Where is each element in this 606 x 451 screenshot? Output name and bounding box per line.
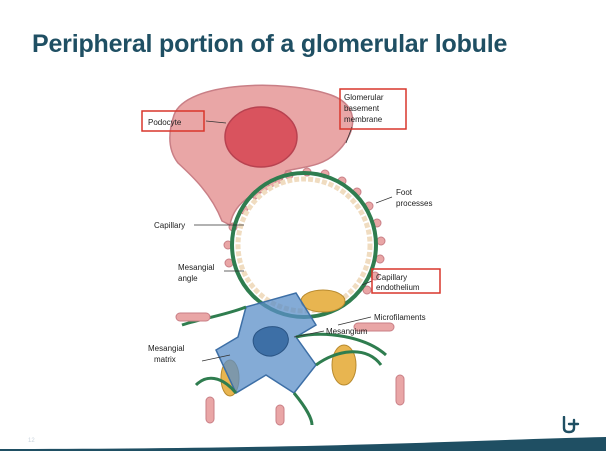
label-gbm-line1: Glomerular	[344, 93, 384, 102]
label-mes-angle-line1: Mesangial	[178, 263, 215, 272]
university-logo-icon	[560, 416, 580, 434]
label-foot-line2: processes	[396, 199, 432, 208]
label-foot-line1: Foot	[396, 188, 413, 197]
label-mes-angle-line2: angle	[178, 274, 198, 283]
label-gbm-line2: basement	[344, 104, 380, 113]
label-cap-endo-line1: Capillary	[376, 273, 407, 282]
label-mes-matrix-line2: matrix	[154, 355, 176, 364]
label-cap-endo-line2: endothelium	[376, 283, 420, 292]
label-mesangium: Mesangium	[326, 327, 368, 336]
label-microfilaments: Microfilaments	[374, 313, 426, 322]
diagram-svg: Podocyte Glomerular basement membrane Fo…	[126, 75, 486, 430]
label-mes-matrix-line1: Mesangial	[148, 344, 185, 353]
endothelial-nucleus	[301, 290, 345, 312]
label-capillary: Capillary	[154, 221, 185, 230]
glomerular-lobule-diagram: Podocyte Glomerular basement membrane Fo…	[126, 75, 486, 430]
label-podocyte: Podocyte	[148, 118, 182, 127]
footer-wave	[0, 437, 606, 451]
slide-title: Peripheral portion of a glomerular lobul…	[32, 30, 507, 59]
label-gbm-line3: membrane	[344, 115, 383, 124]
page-number: 12	[28, 438, 35, 444]
capillary-endothelium	[238, 179, 370, 311]
podocyte-nucleus	[225, 107, 297, 167]
